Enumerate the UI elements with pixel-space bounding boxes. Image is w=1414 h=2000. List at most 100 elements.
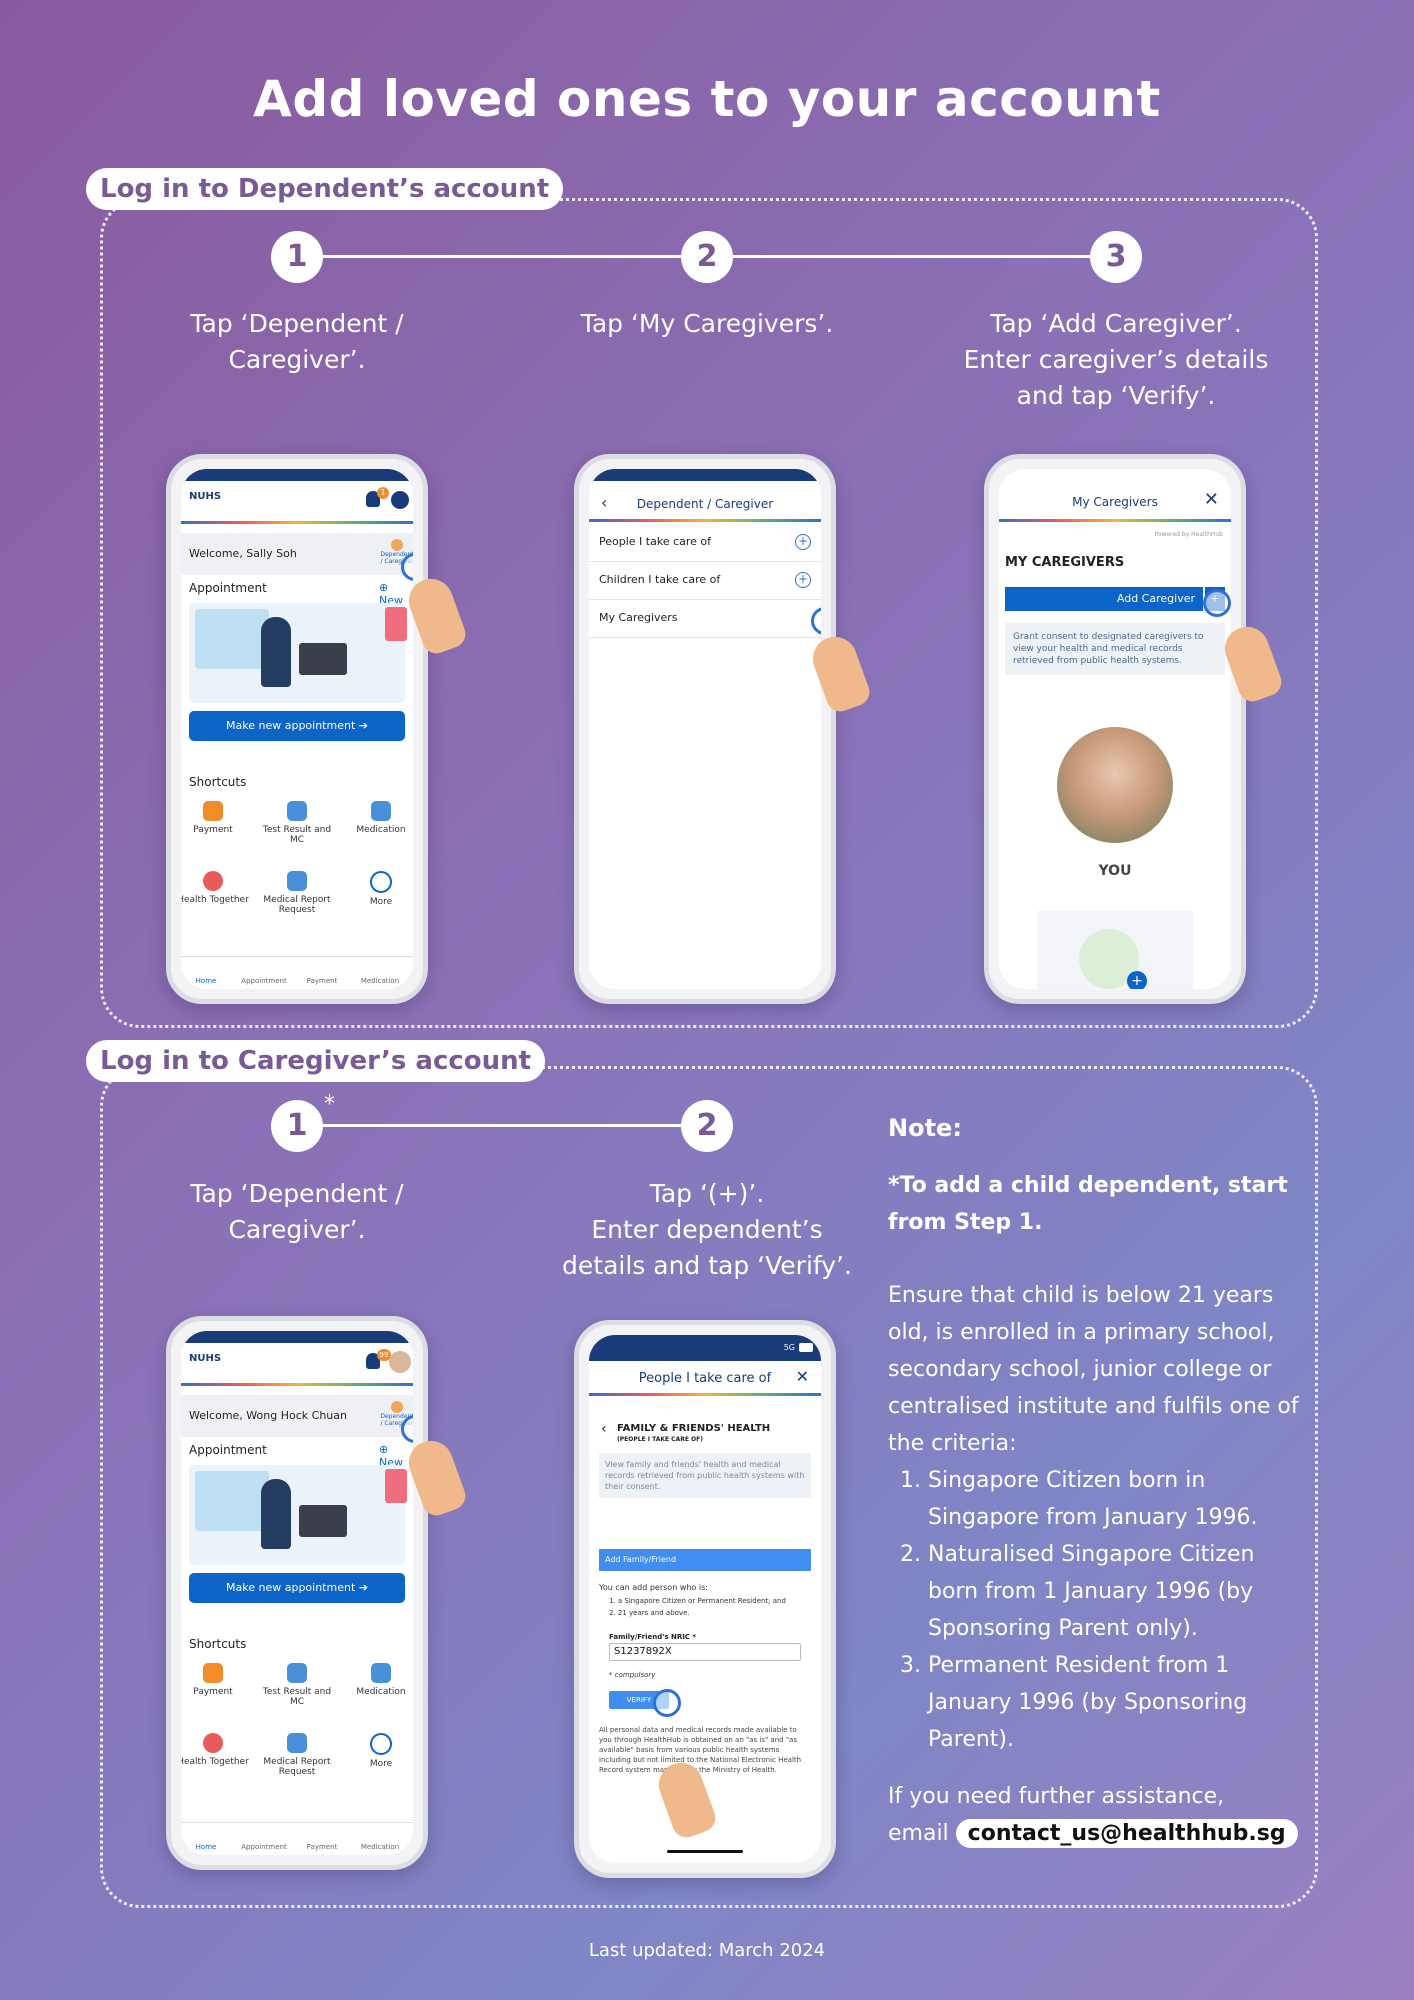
shortcut-medical-report[interactable]: Medical Report Request	[261, 1733, 333, 1777]
note-panel: Note: *To add a child dependent, start f…	[888, 1110, 1308, 1852]
tap-indicator	[1203, 589, 1231, 617]
note-bold: *To add a child dependent, start from St…	[888, 1173, 1288, 1235]
nav-payment[interactable]: Payment	[306, 977, 338, 985]
nav-appointment[interactable]: Appointment	[241, 977, 287, 985]
nric-input[interactable]: S1237892X	[609, 1643, 801, 1661]
s1-step1-text: Tap ‘Dependent / Caregiver’.	[190, 309, 404, 374]
add-icon[interactable]: +	[795, 572, 811, 588]
nav-medication[interactable]: Medication	[360, 1843, 400, 1851]
nav-payment[interactable]: Payment	[306, 1843, 338, 1851]
shortcut-health-together[interactable]: Health Together	[181, 871, 249, 905]
nuhs-logo: NUHS	[189, 1353, 222, 1364]
s1-phone-my-caregivers: My Caregivers ✕ Powered by HealthHub MY …	[984, 454, 1246, 1004]
header-rule	[589, 1393, 821, 1396]
compulsory-note: * compulsory	[609, 1671, 656, 1679]
payment-icon	[203, 801, 223, 821]
add-caregiver-card[interactable]: +	[1037, 911, 1193, 989]
section1-frame	[100, 198, 1318, 1028]
nav-home[interactable]: Home	[195, 1843, 217, 1851]
email-prefix: email	[888, 1821, 949, 1846]
shortcut-more[interactable]: More	[345, 1733, 413, 1769]
screen-header: People I take care of	[638, 1371, 772, 1386]
medication-icon	[371, 1663, 391, 1683]
section2-frame	[100, 1066, 1318, 1908]
family-info: View family and friends' health and medi…	[599, 1453, 811, 1498]
add-circle-icon[interactable]: +	[1127, 971, 1147, 989]
family-subheading: (PEOPLE I TAKE CARE OF)	[617, 1436, 703, 1443]
shortcut-test-result[interactable]: Test Result and MC	[261, 1663, 333, 1707]
criteria-1: 1. a Singapore Citizen or Permanent Resi…	[609, 1597, 786, 1605]
xray-image	[385, 607, 407, 641]
appointment-label: Appointment	[189, 1443, 267, 1457]
criteria-list: Singapore Citizen born in Singapore from…	[888, 1462, 1308, 1758]
shortcut-medication[interactable]: Medication	[345, 1663, 413, 1697]
bell-icon[interactable]	[366, 1353, 380, 1369]
s2-step1-circle: 1	[271, 1100, 323, 1152]
profile-avatar[interactable]	[389, 1351, 411, 1373]
s2-phone-home: NUHS 99 Welcome, Wong Hock Chuan Depende…	[166, 1316, 428, 1870]
shortcut-test-result[interactable]: Test Result and MC	[261, 801, 333, 845]
shortcut-medication[interactable]: Medication	[345, 801, 413, 835]
section2-tag: Log in to Caregiver’s account	[86, 1040, 546, 1082]
status-bar	[181, 469, 413, 481]
header-rule	[181, 1383, 413, 1386]
appointment-illustration	[189, 603, 407, 703]
row-children-i-take-care-of[interactable]: Children I take care of+	[589, 561, 821, 600]
status-bar	[589, 1335, 821, 1361]
shortcut-payment[interactable]: Payment	[181, 801, 249, 835]
my-caregivers-heading: MY CAREGIVERS	[1005, 555, 1125, 570]
close-icon[interactable]: ✕	[795, 1367, 809, 1386]
status-bar	[181, 1331, 413, 1343]
make-appointment-button[interactable]: Make new appointment ➔	[189, 711, 405, 741]
add-icon[interactable]: +	[795, 534, 811, 550]
dependent-caregiver-button[interactable]: Dependent / Caregiver	[379, 539, 413, 569]
family-heading: FAMILY & FRIENDS' HEALTH	[617, 1423, 771, 1434]
back-chevron-icon[interactable]: ‹	[601, 1421, 607, 1437]
appointment-label: Appointment	[189, 581, 267, 595]
xray-image	[385, 1469, 407, 1503]
row-my-caregivers[interactable]: My Caregivers	[589, 599, 821, 638]
row-people-i-take-care-of[interactable]: People I take care of+	[589, 523, 821, 562]
nav-medication[interactable]: Medication	[360, 977, 400, 985]
s1-step1-circle: 1	[271, 231, 323, 283]
nav-home[interactable]: Home	[195, 977, 217, 985]
notification-badge: 1	[377, 487, 389, 499]
add-family-friend-button[interactable]: Add Family/Friend	[599, 1549, 811, 1571]
nav-appointment[interactable]: Appointment	[241, 1843, 287, 1851]
shortcut-medical-report[interactable]: Medical Report Request	[261, 871, 333, 915]
more-icon	[370, 1733, 392, 1755]
more-icon	[370, 871, 392, 893]
bell-icon[interactable]	[366, 491, 380, 507]
add-caregiver-button[interactable]: Add Caregiver	[1005, 587, 1203, 611]
consent-info: Grant consent to designated caregivers t…	[1005, 623, 1225, 675]
can-add-text: You can add person who is:	[599, 1583, 708, 1592]
note-body: Ensure that child is below 21 years old,…	[888, 1283, 1299, 1456]
s2-step2-circle: 2	[681, 1100, 733, 1152]
note-heading: Note:	[888, 1114, 962, 1142]
bottom-nav: Home Appointment Payment Medication	[181, 1822, 413, 1855]
notification-badge: 99	[377, 1349, 391, 1361]
shortcut-payment[interactable]: Payment	[181, 1663, 249, 1697]
disclaimer-text: All personal data and medical records ma…	[599, 1726, 802, 1774]
medical-report-icon	[287, 1733, 307, 1753]
close-icon[interactable]: ✕	[1203, 489, 1219, 510]
shortcuts-label: Shortcuts	[189, 775, 247, 789]
shortcuts-label: Shortcuts	[189, 1637, 247, 1651]
criteria-item: Permanent Resident from 1 January 1996 (…	[928, 1647, 1308, 1758]
shortcut-more[interactable]: More	[345, 871, 413, 907]
make-appointment-button[interactable]: Make new appointment ➔	[189, 1573, 405, 1603]
dependent-caregiver-button[interactable]: Dependent / Caregiver	[379, 1401, 413, 1431]
back-chevron-icon[interactable]: ‹	[601, 493, 608, 512]
doctor-image	[261, 1479, 291, 1549]
section1-tag: Log in to Dependent’s account	[86, 168, 564, 210]
email-link[interactable]: contact_us@healthhub.sg	[955, 1819, 1298, 1848]
phone-screen: ‹ Dependent / Caregiver People I take ca…	[589, 469, 821, 989]
profile-icon[interactable]	[391, 491, 409, 509]
medication-icon	[371, 801, 391, 821]
section2-step-line	[296, 1124, 706, 1127]
s1-step2-text: Tap ‘My Caregivers’.	[580, 309, 834, 338]
shortcut-health-together[interactable]: Health Together	[181, 1733, 249, 1767]
s1-phone-home: NUHS 1 Welcome, Sally Soh Dependent / Ca…	[166, 454, 428, 1004]
header-rule	[999, 519, 1231, 522]
criteria-2: 2. 21 years and above.	[609, 1609, 690, 1617]
